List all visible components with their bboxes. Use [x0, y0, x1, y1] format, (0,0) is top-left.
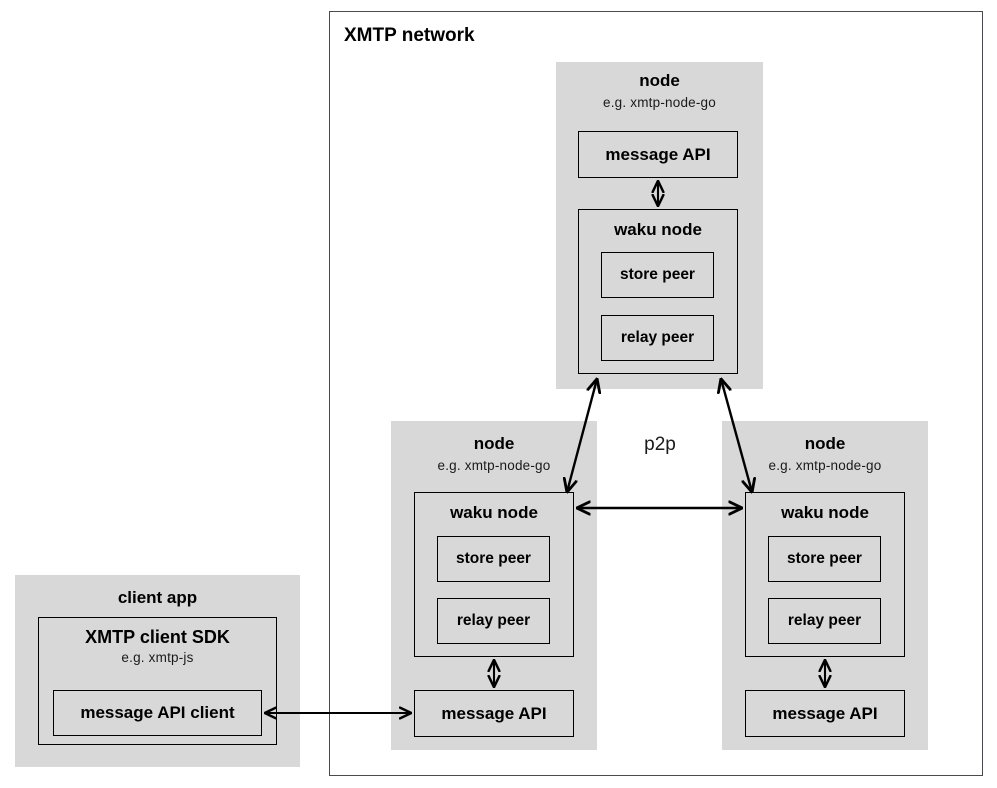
- client-app-message-api-client[interactable]: message API client: [53, 690, 262, 736]
- node-bottom-right-store-peer[interactable]: store peer: [768, 536, 881, 582]
- node-bottom-left-message-api[interactable]: message API: [414, 690, 574, 737]
- node-bottom-right-title: node: [804, 434, 846, 453]
- node-top-waku-title: waku node: [614, 220, 702, 239]
- client-app-sdk-title: XMTP client SDK: [85, 627, 230, 647]
- node-top-title: node: [639, 71, 680, 90]
- node-bottom-left-waku-title: waku node: [450, 503, 538, 522]
- node-bottom-right-waku-title: waku node: [781, 503, 869, 522]
- node-top-subtitle: e.g. xmtp-node-go: [603, 95, 716, 110]
- xmtp-network-title: XMTP network: [344, 25, 475, 46]
- node-top-relay-peer[interactable]: relay peer: [601, 315, 714, 361]
- node-top-message-api[interactable]: message API: [578, 131, 738, 178]
- xmtp-network-frame: [329, 11, 983, 776]
- node-bottom-left-store-peer[interactable]: store peer: [437, 536, 550, 582]
- node-top-store-peer[interactable]: store peer: [601, 252, 714, 298]
- client-app-sdk-subtitle: e.g. xmtp-js: [121, 650, 194, 665]
- node-bottom-left-title: node: [473, 434, 515, 453]
- node-bottom-right-relay-peer[interactable]: relay peer: [768, 598, 881, 644]
- node-bottom-right-subtitle: e.g. xmtp-node-go: [768, 458, 882, 473]
- p2p-label: p2p: [644, 434, 676, 455]
- node-bottom-right-message-api[interactable]: message API: [745, 690, 905, 737]
- node-bottom-left-subtitle: e.g. xmtp-node-go: [437, 458, 551, 473]
- client-app-title: client app: [117, 588, 198, 607]
- node-bottom-left-relay-peer[interactable]: relay peer: [437, 598, 550, 644]
